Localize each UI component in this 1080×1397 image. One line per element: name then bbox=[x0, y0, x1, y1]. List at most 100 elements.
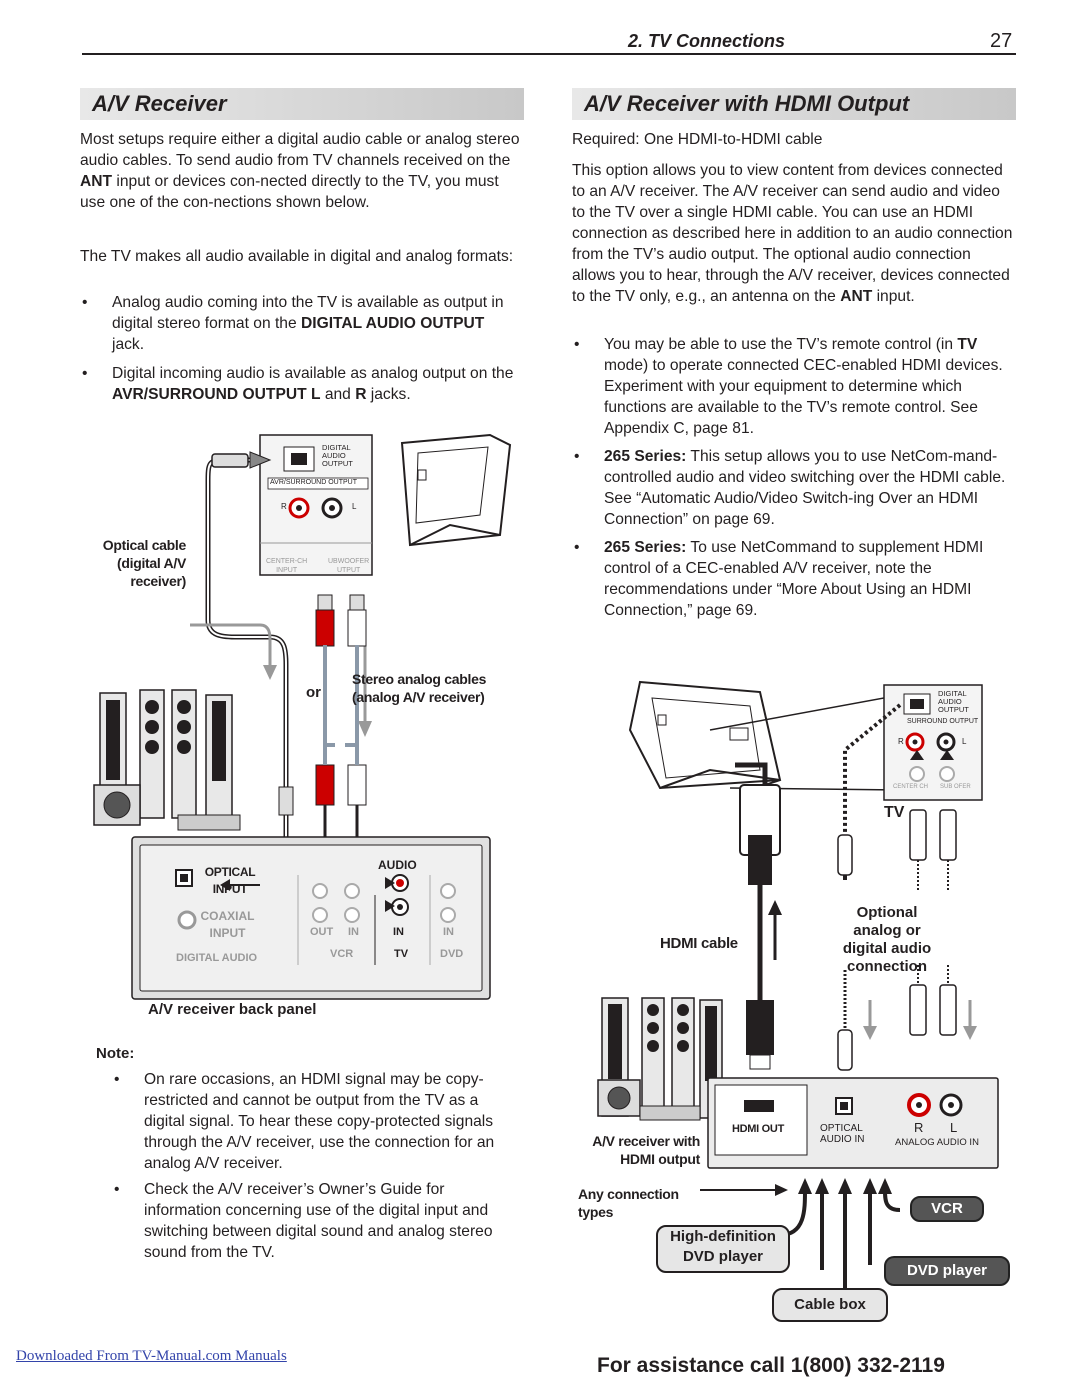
section-title-av-receiver: A/V Receiver bbox=[92, 91, 227, 116]
text: This setup allows you to use NetCom-mand… bbox=[604, 448, 1006, 528]
cable-box-label: Cable box bbox=[772, 1288, 888, 1322]
text: DIGITAL bbox=[322, 443, 351, 452]
list-item: •Analog audio coming into the TV is avai… bbox=[82, 294, 504, 353]
note-list: •On rare occasions, an HDMI signal may b… bbox=[112, 1069, 522, 1263]
text: UBWOOFER bbox=[328, 558, 370, 565]
text: UTPUT bbox=[336, 567, 361, 574]
vcr-label: VCR bbox=[910, 1196, 984, 1222]
avr-label: AVR/SURROUND OUTPUT L bbox=[112, 386, 321, 403]
text: AUDIO bbox=[938, 697, 962, 706]
tv-subwoofer-label: UBWOOFER UTPUT bbox=[328, 557, 369, 575]
right-bullet-list: •You may be able to use the TV’s remote … bbox=[572, 334, 1017, 621]
text: Any connection bbox=[578, 1186, 679, 1202]
receiver-back-panel-caption: A/V receiver back panel bbox=[148, 1001, 317, 1018]
text: A/V receiver with bbox=[592, 1133, 700, 1149]
rx-audio-label: AUDIO bbox=[378, 858, 417, 872]
ant-label: ANT bbox=[840, 288, 873, 305]
text: To use NetCommand to supplement HDMI con… bbox=[604, 539, 984, 619]
rx-tv-label: TV bbox=[394, 948, 409, 960]
stereo-cables-label: Stereo analog cables (analog A/V receive… bbox=[352, 670, 512, 706]
tv-sub-label-right: SUB OFER bbox=[940, 784, 971, 790]
list-item: •Digital incoming audio is available as … bbox=[82, 365, 514, 403]
text: input or devices con-nected directly to … bbox=[80, 173, 499, 211]
list-item: •On rare occasions, an HDMI signal may b… bbox=[114, 1071, 495, 1172]
text: Digital incoming audio is available as a… bbox=[112, 365, 514, 382]
rx-vcr-label: VCR bbox=[330, 948, 354, 960]
downloaded-from-link[interactable]: Downloaded From TV-Manual.com Manuals bbox=[16, 1348, 287, 1364]
list-item: •You may be able to use the TV’s remote … bbox=[574, 336, 1003, 437]
text: Optical cable bbox=[102, 537, 187, 553]
text: (digital A/V bbox=[117, 555, 186, 571]
text: OUTPUT bbox=[938, 705, 969, 714]
tv-mode-label: TV bbox=[957, 336, 978, 353]
text: analog or bbox=[853, 922, 921, 939]
text: The TV makes all audio available in digi… bbox=[80, 248, 514, 265]
av-receiver-diagram bbox=[93, 433, 512, 1000]
rx-digital-audio-label: DIGITAL AUDIO bbox=[176, 952, 258, 964]
right-intro-paragraph: This option allows you to view content f… bbox=[572, 160, 1017, 307]
text: Analog audio coming into the TV is avail… bbox=[112, 294, 504, 332]
text: mode) to operate connected CEC-enabled H… bbox=[604, 357, 1003, 437]
text: Most setups require either a digital aud… bbox=[80, 131, 520, 169]
text: High-definition bbox=[670, 1228, 776, 1245]
section-title-av-receiver-hdmi: A/V Receiver with HDMI Output bbox=[584, 91, 910, 116]
text: CENTER-CH bbox=[266, 558, 308, 565]
text: COAXIAL bbox=[200, 909, 255, 923]
digital-audio-output-label: DIGITAL AUDIO OUTPUT bbox=[300, 315, 485, 332]
section-header: 2. TV Connections bbox=[628, 31, 786, 51]
left-bullet-list: •Analog audio coming into the TV is avai… bbox=[80, 292, 520, 405]
note-label: Note: bbox=[96, 1045, 135, 1062]
tv-l-label-right: L bbox=[962, 737, 967, 746]
text: input. bbox=[872, 288, 915, 305]
text: HDMI output bbox=[620, 1151, 700, 1167]
tv-center-label: CENTER-CH INPUT bbox=[266, 557, 307, 575]
tv-avr-label: AVR/SURROUND OUTPUT bbox=[270, 479, 357, 486]
text: INPUT bbox=[212, 882, 248, 896]
rx-optical-input-label: OPTICAL INPUT bbox=[200, 864, 260, 898]
optical-audio-in-label: OPTICAL AUDIO IN bbox=[820, 1123, 864, 1145]
tv-digital-audio-output-label: DIGITAL AUDIO OUTPUT bbox=[322, 444, 353, 468]
text: types bbox=[578, 1204, 614, 1220]
analog-audio-in-label: ANALOG AUDIO IN bbox=[895, 1137, 979, 1148]
ant-label: ANT bbox=[80, 173, 113, 190]
tv-center-label-right: CENTER CH bbox=[893, 784, 928, 790]
left-intro-paragraph: Most setups require either a digital aud… bbox=[80, 129, 520, 213]
rx-dvd-label: DVD bbox=[440, 948, 464, 960]
hd-dvd-player-label: High-definition DVD player bbox=[656, 1225, 790, 1273]
text: and bbox=[320, 386, 356, 403]
section-title-band-right: A/V Receiver with HDMI Output bbox=[572, 88, 1016, 120]
text: OPTICAL bbox=[204, 865, 256, 879]
text: Optional bbox=[856, 904, 918, 921]
series-label: 265 Series: bbox=[604, 539, 687, 556]
optical-cable-label: Optical cable (digital A/V receiver) bbox=[100, 536, 187, 590]
text: Check the A/V receiver’s Owner’s Guide f… bbox=[144, 1181, 493, 1261]
tv-r-label-right: R bbox=[898, 737, 904, 746]
text: AUDIO IN bbox=[820, 1134, 865, 1145]
r-label: R bbox=[355, 386, 367, 403]
page-number: 27 bbox=[990, 30, 1013, 52]
l-label: L bbox=[950, 1120, 958, 1135]
tv-jack-panel bbox=[259, 434, 373, 576]
text: OPTICAL bbox=[820, 1123, 863, 1134]
rx-out-label: OUT bbox=[310, 926, 334, 938]
list-item: •265 Series: This setup allows you to us… bbox=[574, 448, 1006, 528]
left-formats-paragraph: The TV makes all audio available in digi… bbox=[80, 246, 520, 267]
required-line: Required: One HDMI-to-HDMI cable bbox=[572, 131, 823, 148]
list-item: •265 Series: To use NetCommand to supple… bbox=[574, 539, 984, 619]
text: jacks. bbox=[366, 386, 411, 403]
text: CH bbox=[919, 784, 929, 790]
list-item: •Check the A/V receiver’s Owner’s Guide … bbox=[114, 1181, 493, 1261]
header-rule bbox=[82, 53, 1016, 55]
optional-audio-label: Optional analog or digital audio connect… bbox=[826, 904, 948, 976]
text: AUDIO bbox=[322, 451, 346, 460]
hdmi-cable-label: HDMI cable bbox=[660, 935, 738, 952]
text: This option allows you to view content f… bbox=[572, 162, 1013, 305]
tv-r-label: R bbox=[281, 502, 287, 511]
assistance-phone: For assistance call 1(800) 332-2119 bbox=[597, 1354, 945, 1377]
tv-surround-label-right: SURROUND OUTPUT bbox=[907, 718, 979, 725]
av-receiver-hdmi-label: A/V receiver with HDMI output bbox=[582, 1132, 700, 1168]
text: You may be able to use the TV’s remote c… bbox=[604, 336, 958, 353]
text: digital audio bbox=[842, 940, 932, 957]
text: On rare occasions, an HDMI signal may be… bbox=[144, 1071, 495, 1172]
text: (analog A/V receiver) bbox=[352, 689, 485, 705]
